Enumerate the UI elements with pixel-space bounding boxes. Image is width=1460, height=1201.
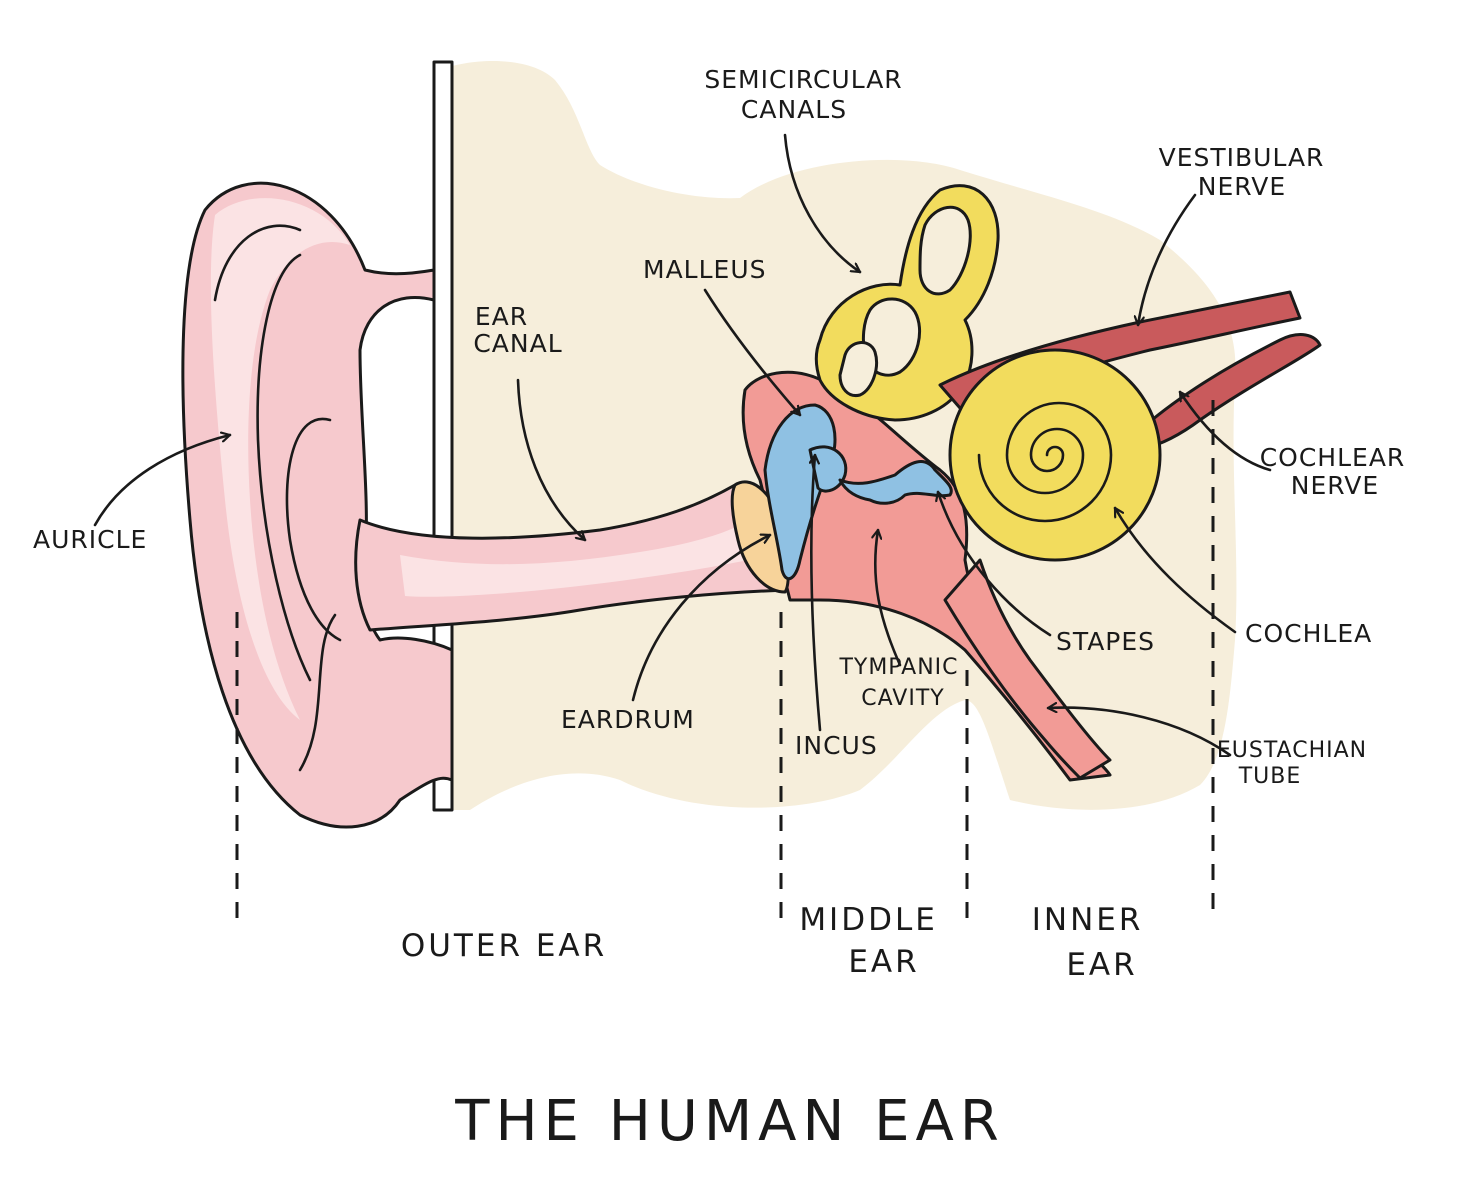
auricle-fold-line [256, 253, 312, 682]
arrow-eardrum [631, 535, 772, 702]
label-cochlear-nerve: COCHLEAR NERVE [1260, 443, 1415, 500]
label-malleus: MALLEUS [643, 255, 767, 284]
auricle-concha-line [285, 417, 342, 642]
arrow-tympanic-cavity [875, 528, 902, 667]
label-eardrum: EARDRUM [561, 705, 695, 734]
arrow-ear-canal [516, 378, 587, 542]
arrow-cochlear-nerve [1178, 390, 1272, 472]
label-eustachian-tube: EUSTACHIAN TUBE [1217, 738, 1375, 789]
arrow-eustachian-tube [1046, 708, 1232, 757]
eustachian-tube-shape [943, 558, 1112, 780]
cochlea-spiral [977, 401, 1113, 523]
label-tympanic-cavity: TYMPANIC CAVITY [838, 655, 966, 711]
arrow-malleus [703, 288, 802, 417]
cochlea-shape [948, 348, 1162, 562]
diagram-title: THE HUMAN EAR [454, 1089, 1005, 1154]
region-outer-ear: OUTER EAR [401, 928, 607, 964]
ear-canal-highlight [400, 525, 748, 597]
region-middle-ear: MIDDLE EAR [799, 902, 950, 980]
auricle-lobe-line [298, 613, 337, 772]
semicircular-canal-inner-1 [918, 205, 972, 296]
region-inner-ear: INNER EAR [1032, 902, 1157, 983]
label-cochlea: COCHLEA [1245, 619, 1372, 648]
label-stapes: STAPES [1056, 627, 1155, 656]
arrow-semicircular-canals [783, 133, 862, 274]
arrow-stapes [938, 490, 1052, 637]
arrow-cochlea [1113, 506, 1237, 634]
arrow-auricle [93, 435, 232, 527]
arrow-vestibular-nerve [1138, 193, 1197, 327]
auricle-antihelix-line [213, 224, 302, 302]
label-vestibular-nerve: VESTIBULAR NERVE [1159, 143, 1334, 201]
stapes-shape [838, 460, 953, 505]
cochlear-nerve-shape [1138, 333, 1322, 450]
label-auricle: AURICLE [33, 525, 147, 554]
label-semicircular-canals: SEMICIRCULAR CANALS [704, 65, 911, 124]
label-incus: INCUS [795, 731, 878, 760]
arrow-incus [811, 453, 822, 732]
label-ear-canal: EAR CANAL [473, 302, 562, 358]
semicircular-canal-inner-3 [838, 341, 878, 398]
auricle-helix-highlight [210, 198, 350, 720]
